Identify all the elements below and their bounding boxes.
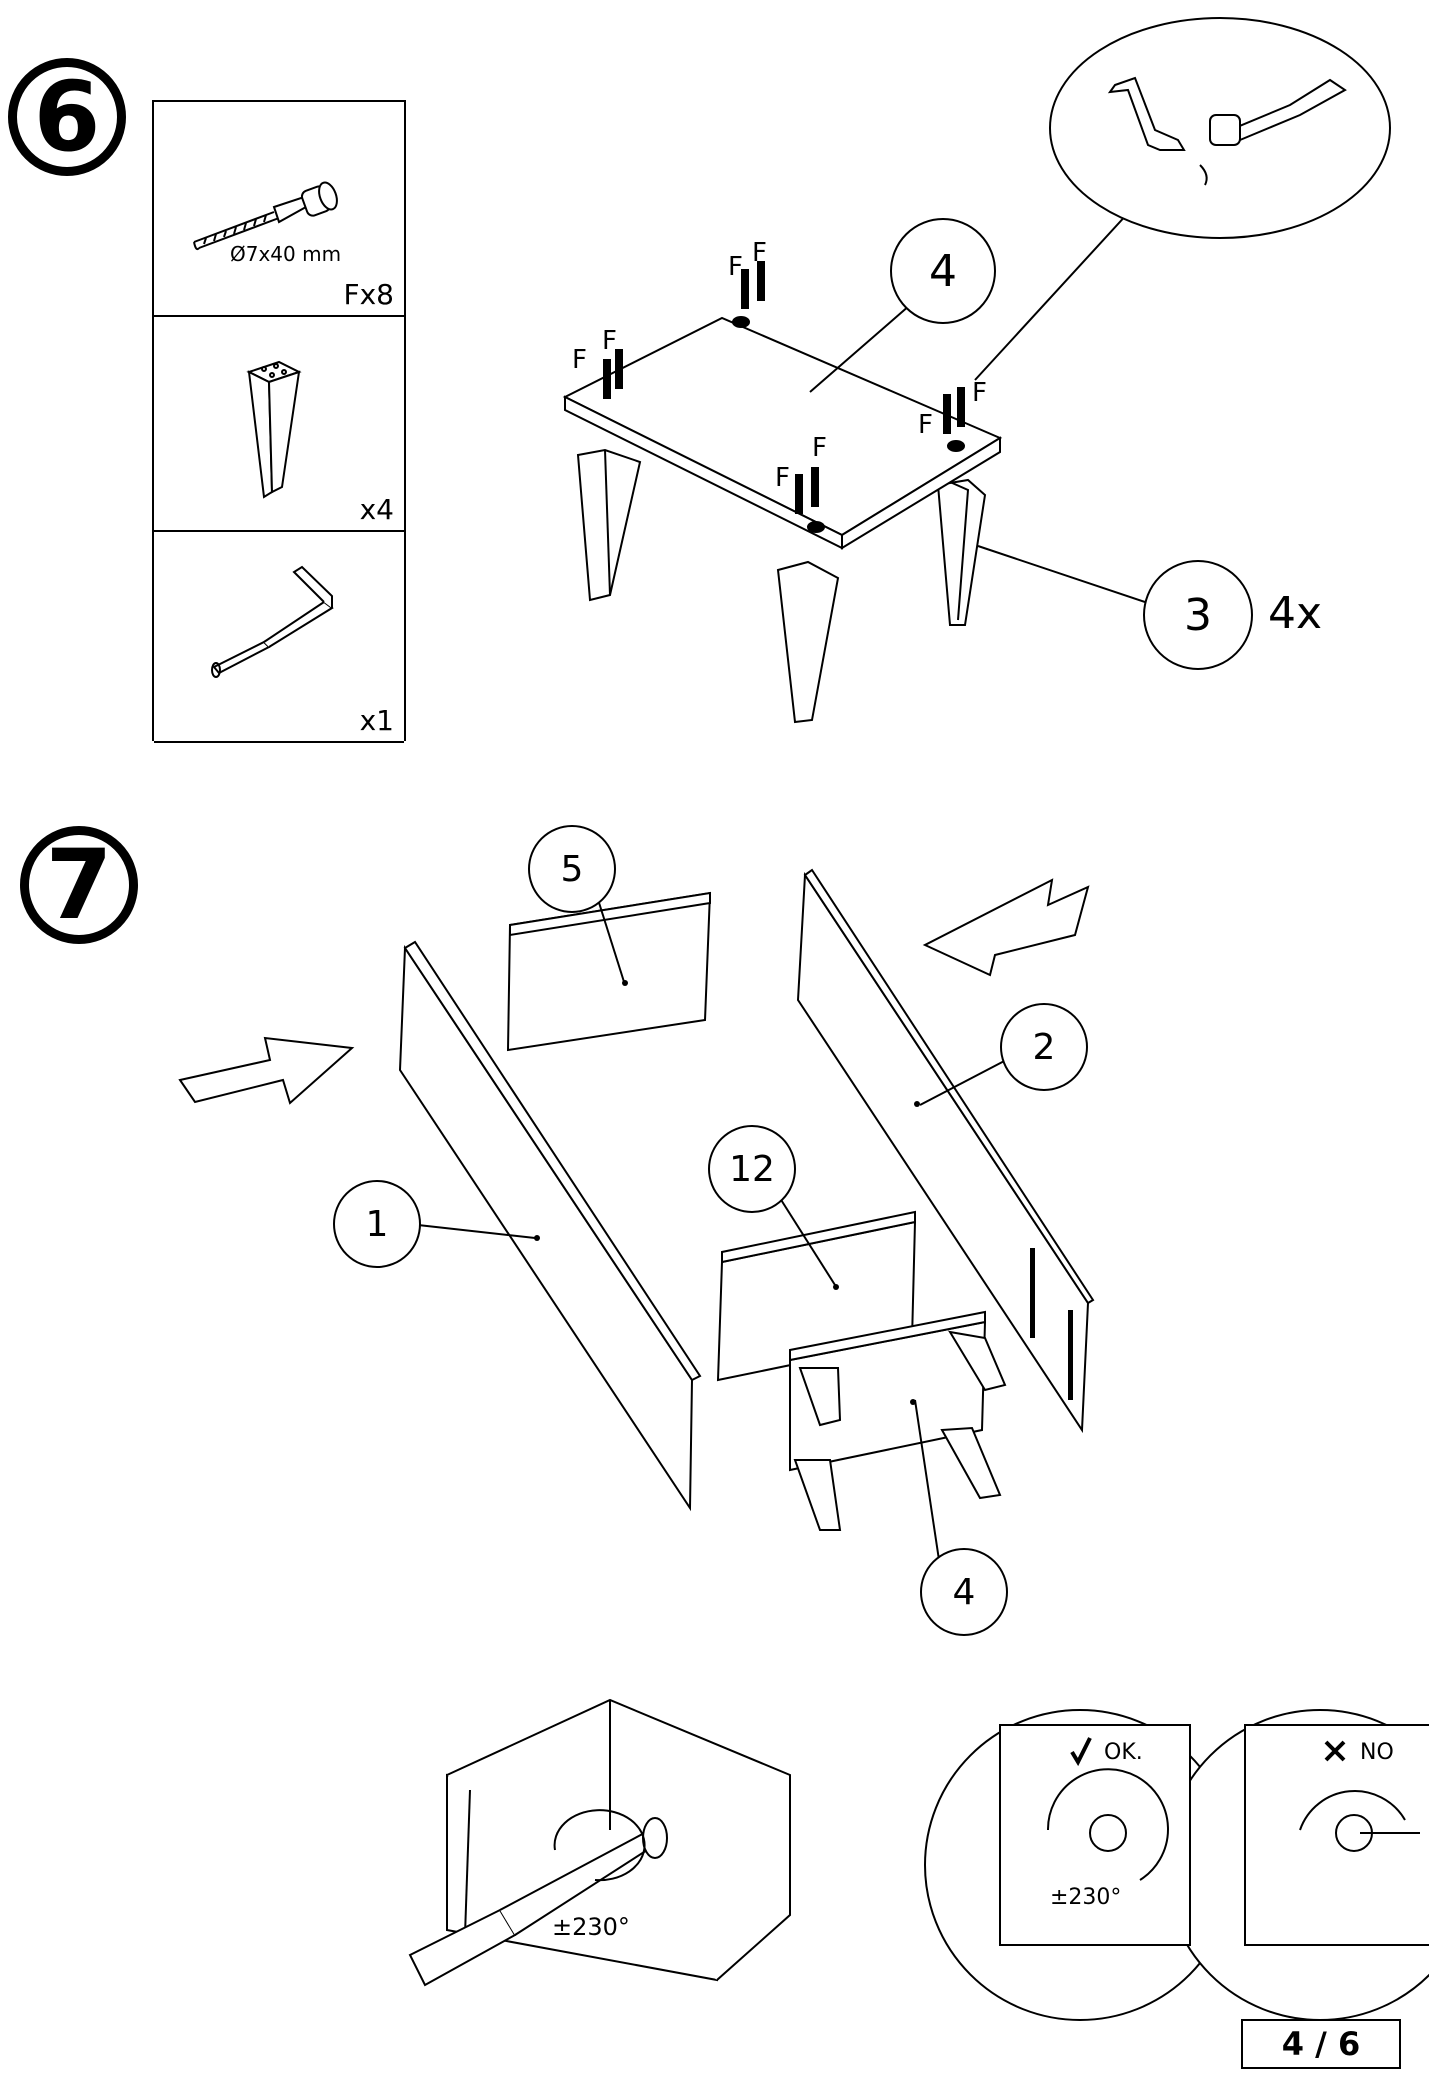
callout-label: 4 [952, 1571, 976, 1613]
leg-quantity: x4 [359, 493, 394, 526]
callout-part-4: 4 [920, 1548, 1008, 1636]
bolt-quantity: Fx8 [343, 278, 395, 311]
callout-part-12: 12 [708, 1125, 796, 1213]
fastener-letter: F [812, 433, 827, 463]
ok-label: OK. [1104, 1740, 1143, 1765]
leg-back-right [936, 478, 987, 626]
leg-back-left [576, 448, 642, 602]
step-7-badge: 7 [20, 826, 138, 944]
parts-list-step-6: Ø7x40 mm Fx8 x4 [152, 100, 406, 743]
no-label: NO [1360, 1740, 1394, 1765]
fastener-letter: F [972, 378, 987, 408]
key-quantity: x1 [359, 704, 394, 737]
callout-part-4-top: 4 [890, 218, 996, 324]
fastener-letter: F [728, 252, 743, 282]
callout-label: 12 [729, 1148, 775, 1190]
checkmark-icon [1070, 1737, 1092, 1767]
leg-quantity-label: 4x [1268, 588, 1323, 639]
cam-tightening-detail [408, 1698, 791, 1987]
step-6-number: 6 [33, 61, 101, 173]
cross-icon [1324, 1740, 1346, 1762]
tapered-leg-icon [246, 360, 302, 499]
ok-rotation-label: ±230° [1050, 1885, 1122, 1910]
bubble-hex-key-icon [1107, 76, 1186, 151]
bolt-size-label: Ø7x40 mm [230, 242, 342, 266]
arrow-right-icon [178, 1036, 355, 1105]
fastener-letter: F [918, 410, 933, 440]
fastener-letter: F [752, 238, 767, 268]
callout-label: 2 [1032, 1026, 1056, 1068]
leg-front [776, 560, 840, 724]
page-number-text: 4 / 6 [1281, 2025, 1361, 2063]
step-6-table-drawing [562, 17, 1391, 724]
page-number: 4 / 6 [1241, 2019, 1401, 2069]
fastener-letter: F [602, 326, 617, 356]
arrow-left-icon [922, 878, 1090, 977]
rotation-label: ±230° [552, 1913, 630, 1941]
parts-cell-key: x1 [154, 532, 404, 743]
callout-label: 5 [560, 848, 584, 890]
parts-cell-leg: x4 [154, 317, 404, 532]
step-7-number: 7 [45, 829, 113, 941]
table-top-edge-right [841, 436, 1001, 550]
callout-part-3-leg: 3 [1143, 560, 1253, 670]
fastener-letter: F [572, 345, 587, 375]
parts-cell-bolt: Ø7x40 mm Fx8 [154, 102, 404, 317]
fastener-letter: F [775, 463, 790, 493]
callout-label: 1 [365, 1203, 389, 1245]
step-6-badge: 6 [8, 58, 126, 176]
cam-bolt-icon [193, 181, 338, 251]
callout-label: 4 [929, 245, 957, 297]
callout-label: 3 [1184, 589, 1212, 641]
hex-key-icon [211, 565, 334, 678]
callout-part-5: 5 [528, 825, 616, 913]
callout-part-1: 1 [333, 1180, 421, 1268]
callout-part-2: 2 [1000, 1003, 1088, 1091]
